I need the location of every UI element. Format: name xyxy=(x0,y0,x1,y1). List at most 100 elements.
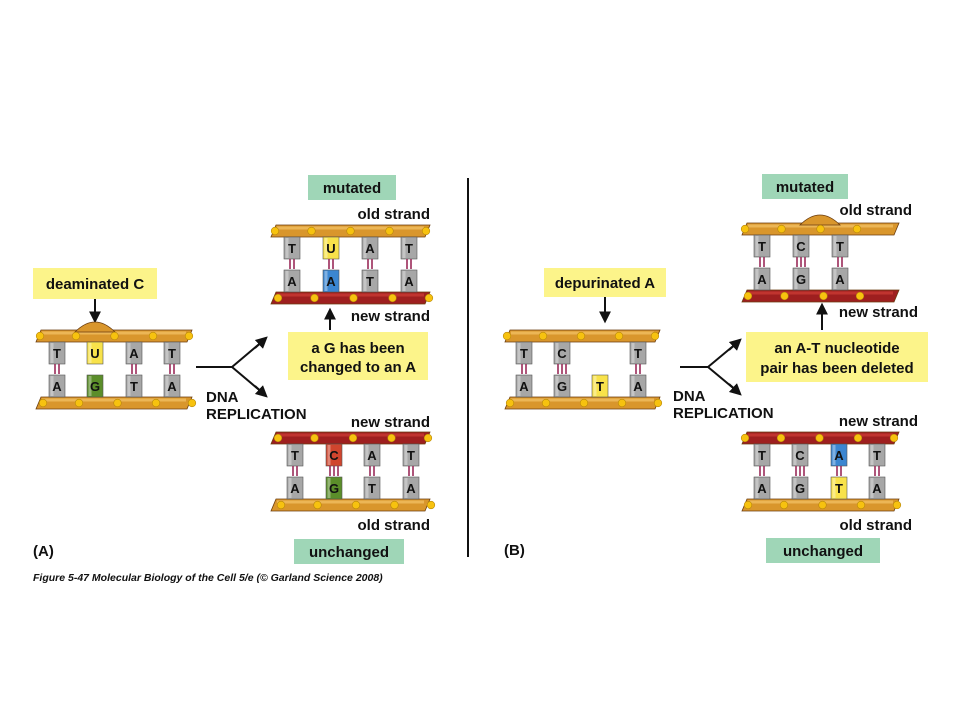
phosphate xyxy=(541,398,551,408)
base-letter: A xyxy=(404,274,414,289)
base-letter: T xyxy=(405,241,413,256)
base-letter: A xyxy=(129,346,139,361)
base-bottom: T xyxy=(361,269,379,293)
base-top: T xyxy=(868,443,886,467)
base-letter: A xyxy=(757,481,767,496)
phosphate xyxy=(110,331,119,341)
phosphate xyxy=(35,331,45,341)
base-letter: A xyxy=(365,241,375,256)
phosphate xyxy=(617,398,627,408)
base-letter: T xyxy=(758,239,766,254)
base-letter: T xyxy=(520,346,528,361)
base-top: T xyxy=(286,443,304,467)
base-letter: U xyxy=(326,241,335,256)
base-top: T xyxy=(515,341,533,365)
base-letter: A xyxy=(872,481,882,496)
status-box-unchanged xyxy=(766,538,880,563)
base-bottom: G xyxy=(325,476,343,500)
base-bottom: T xyxy=(830,476,848,500)
replication-fork xyxy=(196,339,265,395)
status-unchanged: unchanged xyxy=(783,543,863,560)
callout-line-1: an A-T nucleotide xyxy=(774,340,899,357)
base-letter: T xyxy=(53,346,61,361)
phosphate xyxy=(38,398,48,408)
base-bottom: A xyxy=(322,269,340,293)
status-mutated: mutated xyxy=(776,179,834,196)
phosphate xyxy=(743,291,753,301)
callout-line-1: a G has been xyxy=(311,340,404,357)
replication-label-2: REPLICATION xyxy=(673,405,774,422)
replication-label-1: DNA xyxy=(673,388,706,405)
base-letter: T xyxy=(596,379,604,394)
bottom-new-strand-label: new strand xyxy=(839,413,918,430)
phosphate xyxy=(856,500,866,510)
base-bottom: G xyxy=(553,374,571,398)
base-letter: T xyxy=(130,379,138,394)
base-letter: A xyxy=(633,379,643,394)
base-letter: A xyxy=(519,379,529,394)
replication-label-2: REPLICATION xyxy=(206,406,307,423)
base-bottom: A xyxy=(283,269,301,293)
base-top: T xyxy=(402,443,420,467)
bottom-new-strand-label: new strand xyxy=(351,414,430,431)
phosphate xyxy=(71,331,81,341)
phosphate xyxy=(307,226,316,236)
base-letter: T xyxy=(368,481,376,496)
phosphate xyxy=(273,433,283,443)
base-letter: A xyxy=(367,448,377,463)
base-bottom: A xyxy=(515,374,533,398)
base-letter: G xyxy=(795,481,805,496)
base-top: A xyxy=(363,443,381,467)
phosphate xyxy=(151,398,161,408)
status-unchanged: unchanged xyxy=(309,544,389,561)
base-letter: A xyxy=(52,379,62,394)
phosphate xyxy=(892,500,902,510)
base-bottom: A xyxy=(753,476,771,500)
base-bottom: A xyxy=(831,267,849,291)
callout-line-2: changed to an A xyxy=(300,359,416,376)
base-bottom: A xyxy=(400,269,418,293)
phosphate xyxy=(650,331,660,341)
phosphate xyxy=(780,291,789,301)
base-bottom: A xyxy=(286,476,304,500)
fork-arrow-down xyxy=(254,385,268,398)
base-letter: A xyxy=(406,481,416,496)
phosphate xyxy=(385,226,394,236)
phosphate xyxy=(815,433,824,443)
panel-letter-a: (A) xyxy=(33,543,54,560)
base-letter: T xyxy=(835,481,843,496)
base-top: U xyxy=(86,341,104,365)
phosphate xyxy=(388,293,397,303)
bottom-strand xyxy=(270,498,431,512)
fork-arrow-up xyxy=(728,338,742,351)
base-bottom: A xyxy=(629,374,647,398)
base-top: T xyxy=(283,236,301,260)
phosphate xyxy=(310,293,319,303)
base-bottom: A xyxy=(753,267,771,291)
phosphate xyxy=(387,433,396,443)
top-new-strand-label: new strand xyxy=(839,304,918,321)
base-top: T xyxy=(163,341,181,365)
base-bottom: A xyxy=(48,374,66,398)
base-top: C xyxy=(553,341,571,365)
phosphate xyxy=(270,226,280,236)
base-letter: T xyxy=(168,346,176,361)
status-box-mutated xyxy=(762,174,848,199)
phosphate xyxy=(349,293,358,303)
base-letter: T xyxy=(758,448,766,463)
phosphate xyxy=(777,224,786,234)
top-old-strand-label: old strand xyxy=(839,202,912,219)
base-letter: T xyxy=(873,448,881,463)
base-letter: A xyxy=(757,272,767,287)
base-letter: A xyxy=(834,448,844,463)
base-top: C xyxy=(792,234,810,258)
phosphate xyxy=(348,433,358,443)
phosphate xyxy=(184,331,194,341)
phosphate xyxy=(818,500,827,510)
phosphate xyxy=(576,331,586,341)
base-letter: A xyxy=(326,274,336,289)
